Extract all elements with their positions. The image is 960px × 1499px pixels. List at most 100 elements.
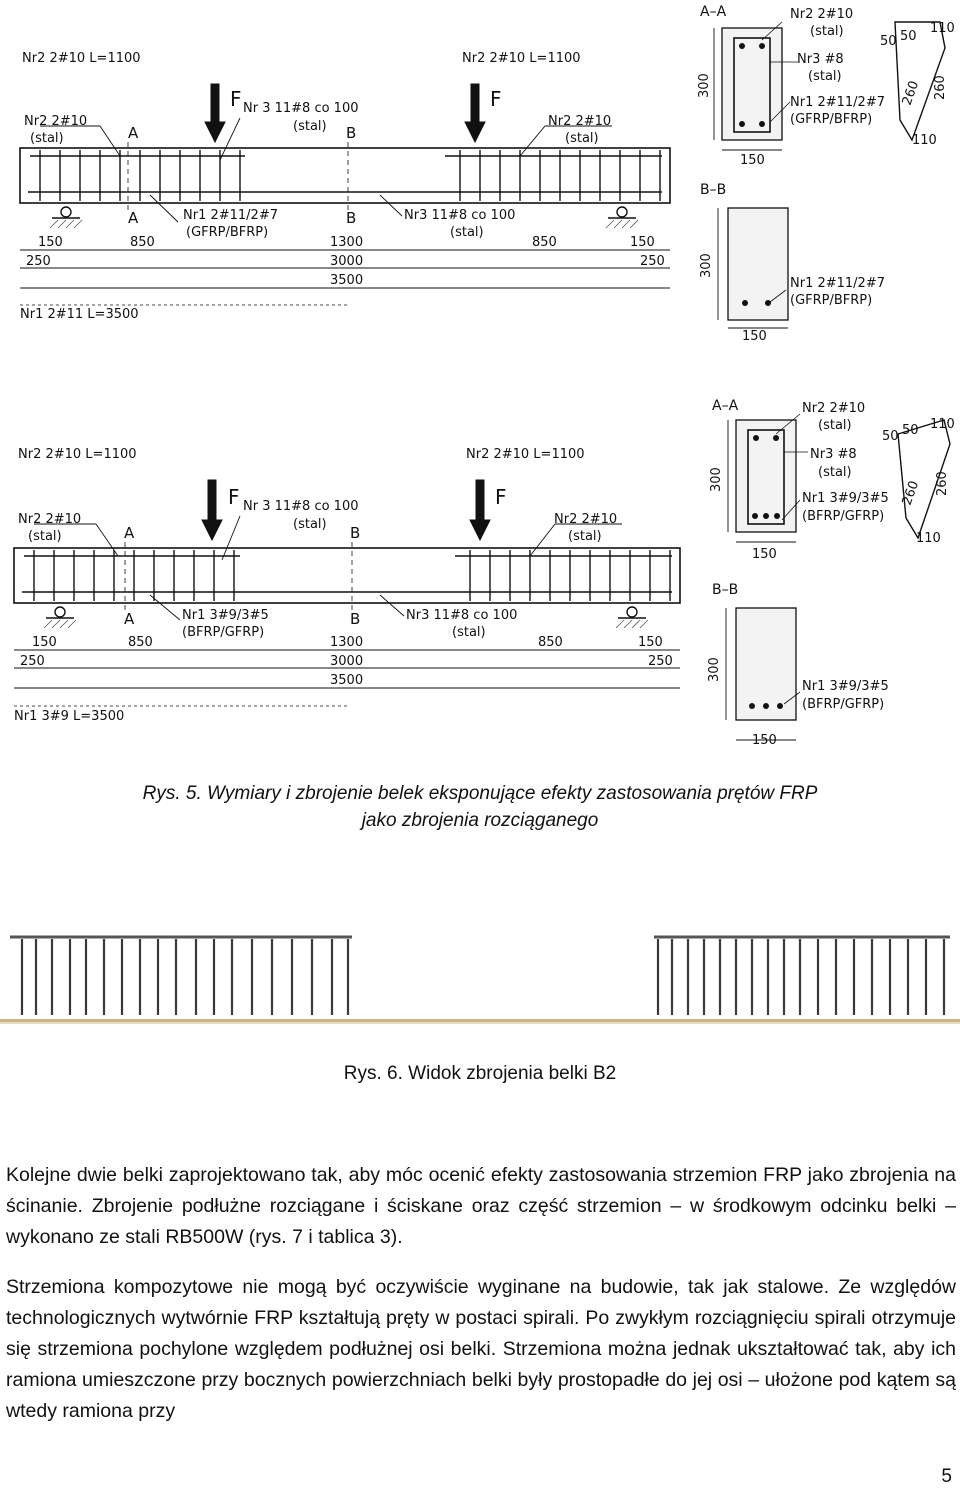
aa-label-6: (BFRP/GFRP): [802, 509, 884, 524]
section-b-mark-top: B: [346, 124, 356, 142]
stirrup-dim-110a: 110: [930, 417, 955, 432]
dim-1300: 1300: [330, 635, 363, 650]
stirrup-note: (stal): [293, 517, 327, 532]
force-label-right: F: [490, 87, 502, 111]
top-bar-label-left: Nr2 2#10 L=1100: [22, 51, 141, 66]
bottom-bar-label: Nr1 3#9/3#5: [182, 608, 269, 623]
bb-label-1: Nr1 2#11/2#7: [790, 276, 885, 291]
dim-3000: 3000: [330, 254, 363, 269]
section-a-mark-top: A: [124, 524, 135, 542]
stirrup-dim-110b: 110: [916, 531, 941, 546]
page-number: 5: [941, 1466, 952, 1487]
paragraph-2: Strzemiona kompozytowe nie mogą być oczy…: [6, 1272, 956, 1427]
section-a-mark-bottom: A: [124, 610, 135, 628]
dim-850-left: 850: [130, 235, 155, 250]
mid-stirrup-note: (stal): [450, 225, 484, 240]
dim-3500: 3500: [330, 273, 363, 288]
dim-150-right: 150: [638, 635, 663, 650]
aa-label-5: Nr1 3#9/3#5: [802, 491, 889, 506]
bb-label-1: Nr1 3#9/3#5: [802, 679, 889, 694]
mid-stirrup-label: Nr3 11#8 co 100: [404, 208, 515, 223]
figure-6-caption: Rys. 6. Widok zbrojenia belki B2: [343, 1063, 617, 1084]
section-b-mark-bottom: B: [350, 610, 360, 628]
figure-5-caption-line-2: jako zbrojenia rozciąganego: [361, 810, 599, 831]
force-label-left: F: [230, 87, 242, 111]
stirrup-dim-50b: 50: [900, 29, 917, 44]
steel-bar-note-right: (stal): [568, 529, 602, 544]
aa-height: 300: [697, 73, 712, 98]
bb-width: 150: [742, 329, 767, 344]
force-label-left: F: [228, 485, 240, 509]
section-b-mark-bottom: B: [346, 209, 356, 227]
aa-label-6: (GFRP/BFRP): [790, 112, 872, 127]
bb-width: 150: [752, 733, 777, 748]
stirrup-note: (stal): [293, 119, 327, 134]
reinforcement-cage-photo: [0, 935, 960, 1024]
steel-bar-note-left: (stal): [28, 529, 62, 544]
bb-height: 300: [699, 253, 714, 278]
aa-label-2: (stal): [818, 418, 852, 433]
bottom-bar-note: (BFRP/GFRP): [182, 625, 264, 640]
section-a-mark-top: A: [128, 124, 139, 142]
paragraph-1-text: Kolejne dwie belki zaprojektowano tak, a…: [6, 1164, 956, 1248]
top-bar-label-right: Nr2 2#10 L=1100: [462, 51, 581, 66]
dim-3000: 3000: [330, 654, 363, 669]
dim-850-right: 850: [532, 235, 557, 250]
mid-stirrup-note: (stal): [452, 625, 486, 640]
stirrup-dim-260a: 260: [900, 79, 923, 107]
section-b-mark-top: B: [350, 524, 360, 542]
bb-label-2: (BFRP/GFRP): [802, 697, 884, 712]
stirrup-dim-110b: 110: [912, 133, 937, 148]
main-bar-label: Nr1 3#9 L=3500: [14, 709, 124, 724]
aa-label-1: Nr2 2#10: [790, 7, 853, 22]
stirrup-dim-110a: 110: [930, 21, 955, 36]
bb-height: 300: [707, 657, 722, 682]
dim-250-right: 250: [648, 654, 673, 669]
dim-250-left: 250: [20, 654, 45, 669]
stirrup-dim-50a: 50: [882, 429, 899, 444]
force-label-right: F: [495, 485, 507, 509]
dim-150-right: 150: [630, 235, 655, 250]
aa-label-5: Nr1 2#11/2#7: [790, 95, 885, 110]
steel-bar-label-right: Nr2 2#10: [554, 512, 617, 527]
steel-bar-label-right: Nr2 2#10: [548, 114, 611, 129]
aa-height: 300: [709, 467, 724, 492]
dim-250-right: 250: [640, 254, 665, 269]
stirrup-dim-260b: 260: [935, 471, 950, 496]
stirrup-label: Nr 3 11#8 co 100: [243, 101, 359, 116]
paragraph-1: Kolejne dwie belki zaprojektowano tak, a…: [6, 1160, 956, 1253]
aa-label-4: (stal): [818, 465, 852, 480]
figure-5-caption-line-1: Rys. 5. Wymiary i zbrojenie belek ekspon…: [142, 783, 818, 804]
section-aa-title: A–A: [712, 398, 739, 414]
steel-bar-note-right: (stal): [565, 131, 599, 146]
dim-150-left: 150: [32, 635, 57, 650]
section-bb-title: B–B: [700, 182, 726, 198]
bottom-bar-note: (GFRP/BFRP): [186, 225, 268, 240]
aa-width: 150: [752, 547, 777, 562]
mid-stirrup-label: Nr3 11#8 co 100: [406, 608, 517, 623]
dim-850-right: 850: [538, 635, 563, 650]
steel-bar-label-left: Nr2 2#10: [18, 512, 81, 527]
aa-label-3: Nr3 #8: [810, 447, 857, 462]
aa-label-1: Nr2 2#10: [802, 401, 865, 416]
dim-1300: 1300: [330, 235, 363, 250]
aa-label-3: Nr3 #8: [797, 52, 844, 67]
top-bar-label-right: Nr2 2#10 L=1100: [466, 447, 585, 462]
paragraph-2-text: Strzemiona kompozytowe nie mogą być oczy…: [6, 1276, 956, 1422]
steel-bar-note-left: (stal): [30, 131, 64, 146]
aa-label-4: (stal): [808, 69, 842, 84]
top-bar-label-left: Nr2 2#10 L=1100: [18, 447, 137, 462]
section-bb-title: B–B: [712, 582, 738, 598]
stirrup-dim-260b: 260: [933, 75, 948, 100]
bottom-bar-label: Nr1 2#11/2#7: [183, 208, 278, 223]
dim-150-left: 150: [38, 235, 63, 250]
section-a-mark-bottom: A: [128, 209, 139, 227]
steel-bar-label-left: Nr2 2#10: [24, 114, 87, 129]
stirrup-label: Nr 3 11#8 co 100: [243, 499, 359, 514]
aa-label-2: (stal): [810, 24, 844, 39]
dim-850-left: 850: [128, 635, 153, 650]
section-aa-title: A–A: [700, 4, 727, 20]
aa-width: 150: [740, 153, 765, 168]
dim-3500: 3500: [330, 673, 363, 688]
stirrup-dim-50a: 50: [880, 34, 897, 49]
